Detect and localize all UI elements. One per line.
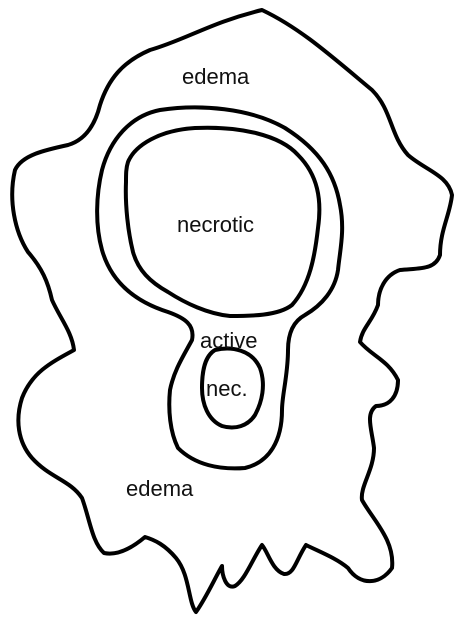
edema-label-top: edema [182,64,250,89]
necrotic-label: necrotic [177,212,254,237]
active-label: active [200,328,257,353]
edema-boundary [12,10,452,612]
edema-label-bottom: edema [126,476,194,501]
nec-label: nec. [206,376,248,401]
